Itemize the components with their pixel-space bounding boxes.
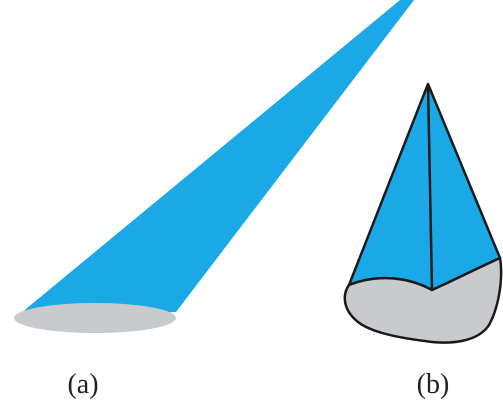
cone-b-lateral-surface [347, 82, 502, 292]
panel-b: (b) [343, 82, 503, 400]
panel-a: (a) [14, 0, 414, 400]
panel-a-label: (a) [67, 369, 98, 400]
cone-b-central-edge [426, 83, 434, 291]
cone-a-base [14, 303, 176, 333]
cone-a-lateral-surface [15, 0, 414, 318]
panel-b-label: (b) [417, 369, 450, 400]
